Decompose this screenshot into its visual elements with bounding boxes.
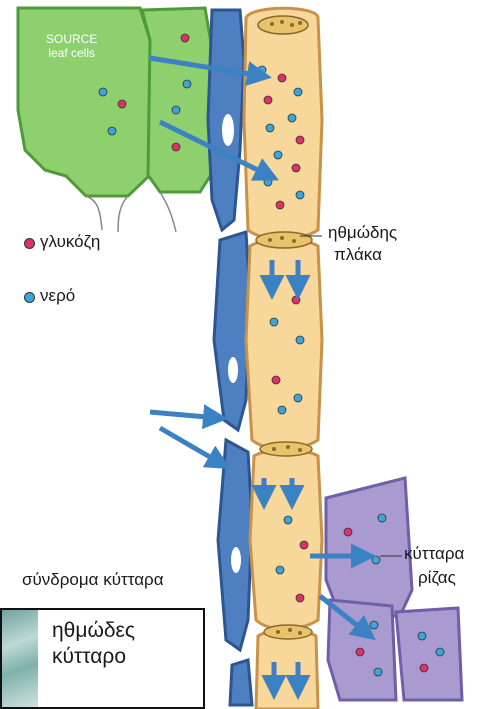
source-label: SOURCE leaf cells — [46, 32, 97, 60]
root-cells-label: κύτταρα ρίζας — [404, 542, 464, 590]
source-label-line2: leaf cells — [46, 46, 97, 60]
sieve-cell-label-line1: ηθμώδες — [52, 618, 135, 644]
source-label-line1: SOURCE — [46, 32, 97, 46]
sieve-cell-label-line2: κύτταρο — [52, 644, 135, 670]
micrograph-image — [2, 610, 38, 707]
sieve-plate-label-line1: ηθμώδης — [328, 222, 397, 244]
sieve-plate-label: ηθμώδης πλάκα — [328, 222, 397, 266]
water-legend-label: νερό — [40, 286, 75, 306]
sieve-plate-label-line2: πλάκα — [328, 244, 397, 266]
sieve-cell-label: ηθμώδες κύτταρο — [52, 618, 135, 670]
sieve-tube — [244, 8, 322, 709]
sieve-cell-inset: ηθμώδες κύτταρο — [0, 608, 205, 709]
water-legend-dot — [24, 292, 35, 303]
glucose-legend-label: γλυκόζη — [40, 232, 100, 252]
companion-cells-label: σύνδρομα κύτταρα — [22, 570, 164, 590]
root-cells-label-line1: κύτταρα — [404, 542, 464, 566]
glucose-legend-dot — [24, 238, 35, 249]
root-cells-label-line2: ρίζας — [404, 566, 464, 590]
